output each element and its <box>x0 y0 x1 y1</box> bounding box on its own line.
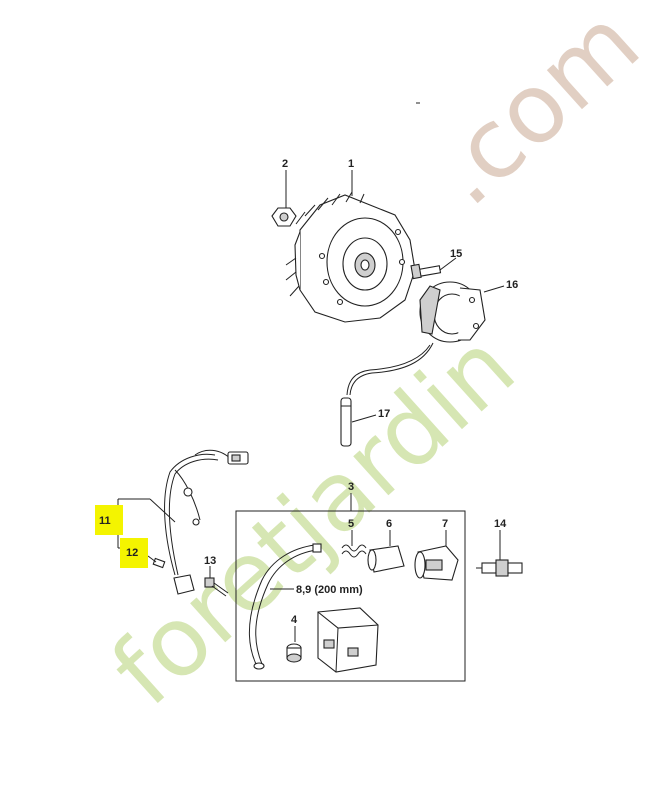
callout-3: 3 <box>348 481 354 493</box>
callout-5: 5 <box>348 518 354 530</box>
callout-16: 16 <box>506 279 518 291</box>
callout-4: 4 <box>291 614 298 626</box>
hose-part-89 <box>248 543 322 670</box>
ignition-ring-part <box>419 281 486 343</box>
callout-15: 15 <box>450 248 462 260</box>
callout-1: 1 <box>348 158 354 170</box>
grommet-part-4 <box>286 643 302 663</box>
callout-89: 8,9 (200 mm) <box>296 584 363 596</box>
ignition-coil-part <box>317 607 379 673</box>
callout-6: 6 <box>386 518 392 530</box>
callout-12: 12 <box>126 547 138 559</box>
screw-part-15 <box>410 263 442 280</box>
watermark-text-brown: .com <box>410 0 652 227</box>
screw-part-12 <box>152 557 166 569</box>
screw-part-13 <box>204 577 229 597</box>
nut-part <box>271 207 297 227</box>
callout-7: 7 <box>442 518 448 530</box>
cap-part-7 <box>414 545 459 581</box>
wiring-harness-part <box>164 449 249 595</box>
callout-2: 2 <box>282 158 288 170</box>
highlight-12 <box>120 538 148 568</box>
callout-17: 17 <box>378 408 390 420</box>
watermark-text-green: foretjardin <box>90 310 535 727</box>
callout-13: 13 <box>204 555 216 567</box>
boot-part-6 <box>367 545 405 573</box>
callout-11: 11 <box>99 515 111 527</box>
sleeve-part-17 <box>340 397 352 447</box>
flywheel-part <box>285 191 416 323</box>
spring-part-5 <box>341 544 367 558</box>
highlight-11 <box>95 505 123 535</box>
sensor-part-14 <box>476 559 523 577</box>
callout-14: 14 <box>494 518 507 530</box>
